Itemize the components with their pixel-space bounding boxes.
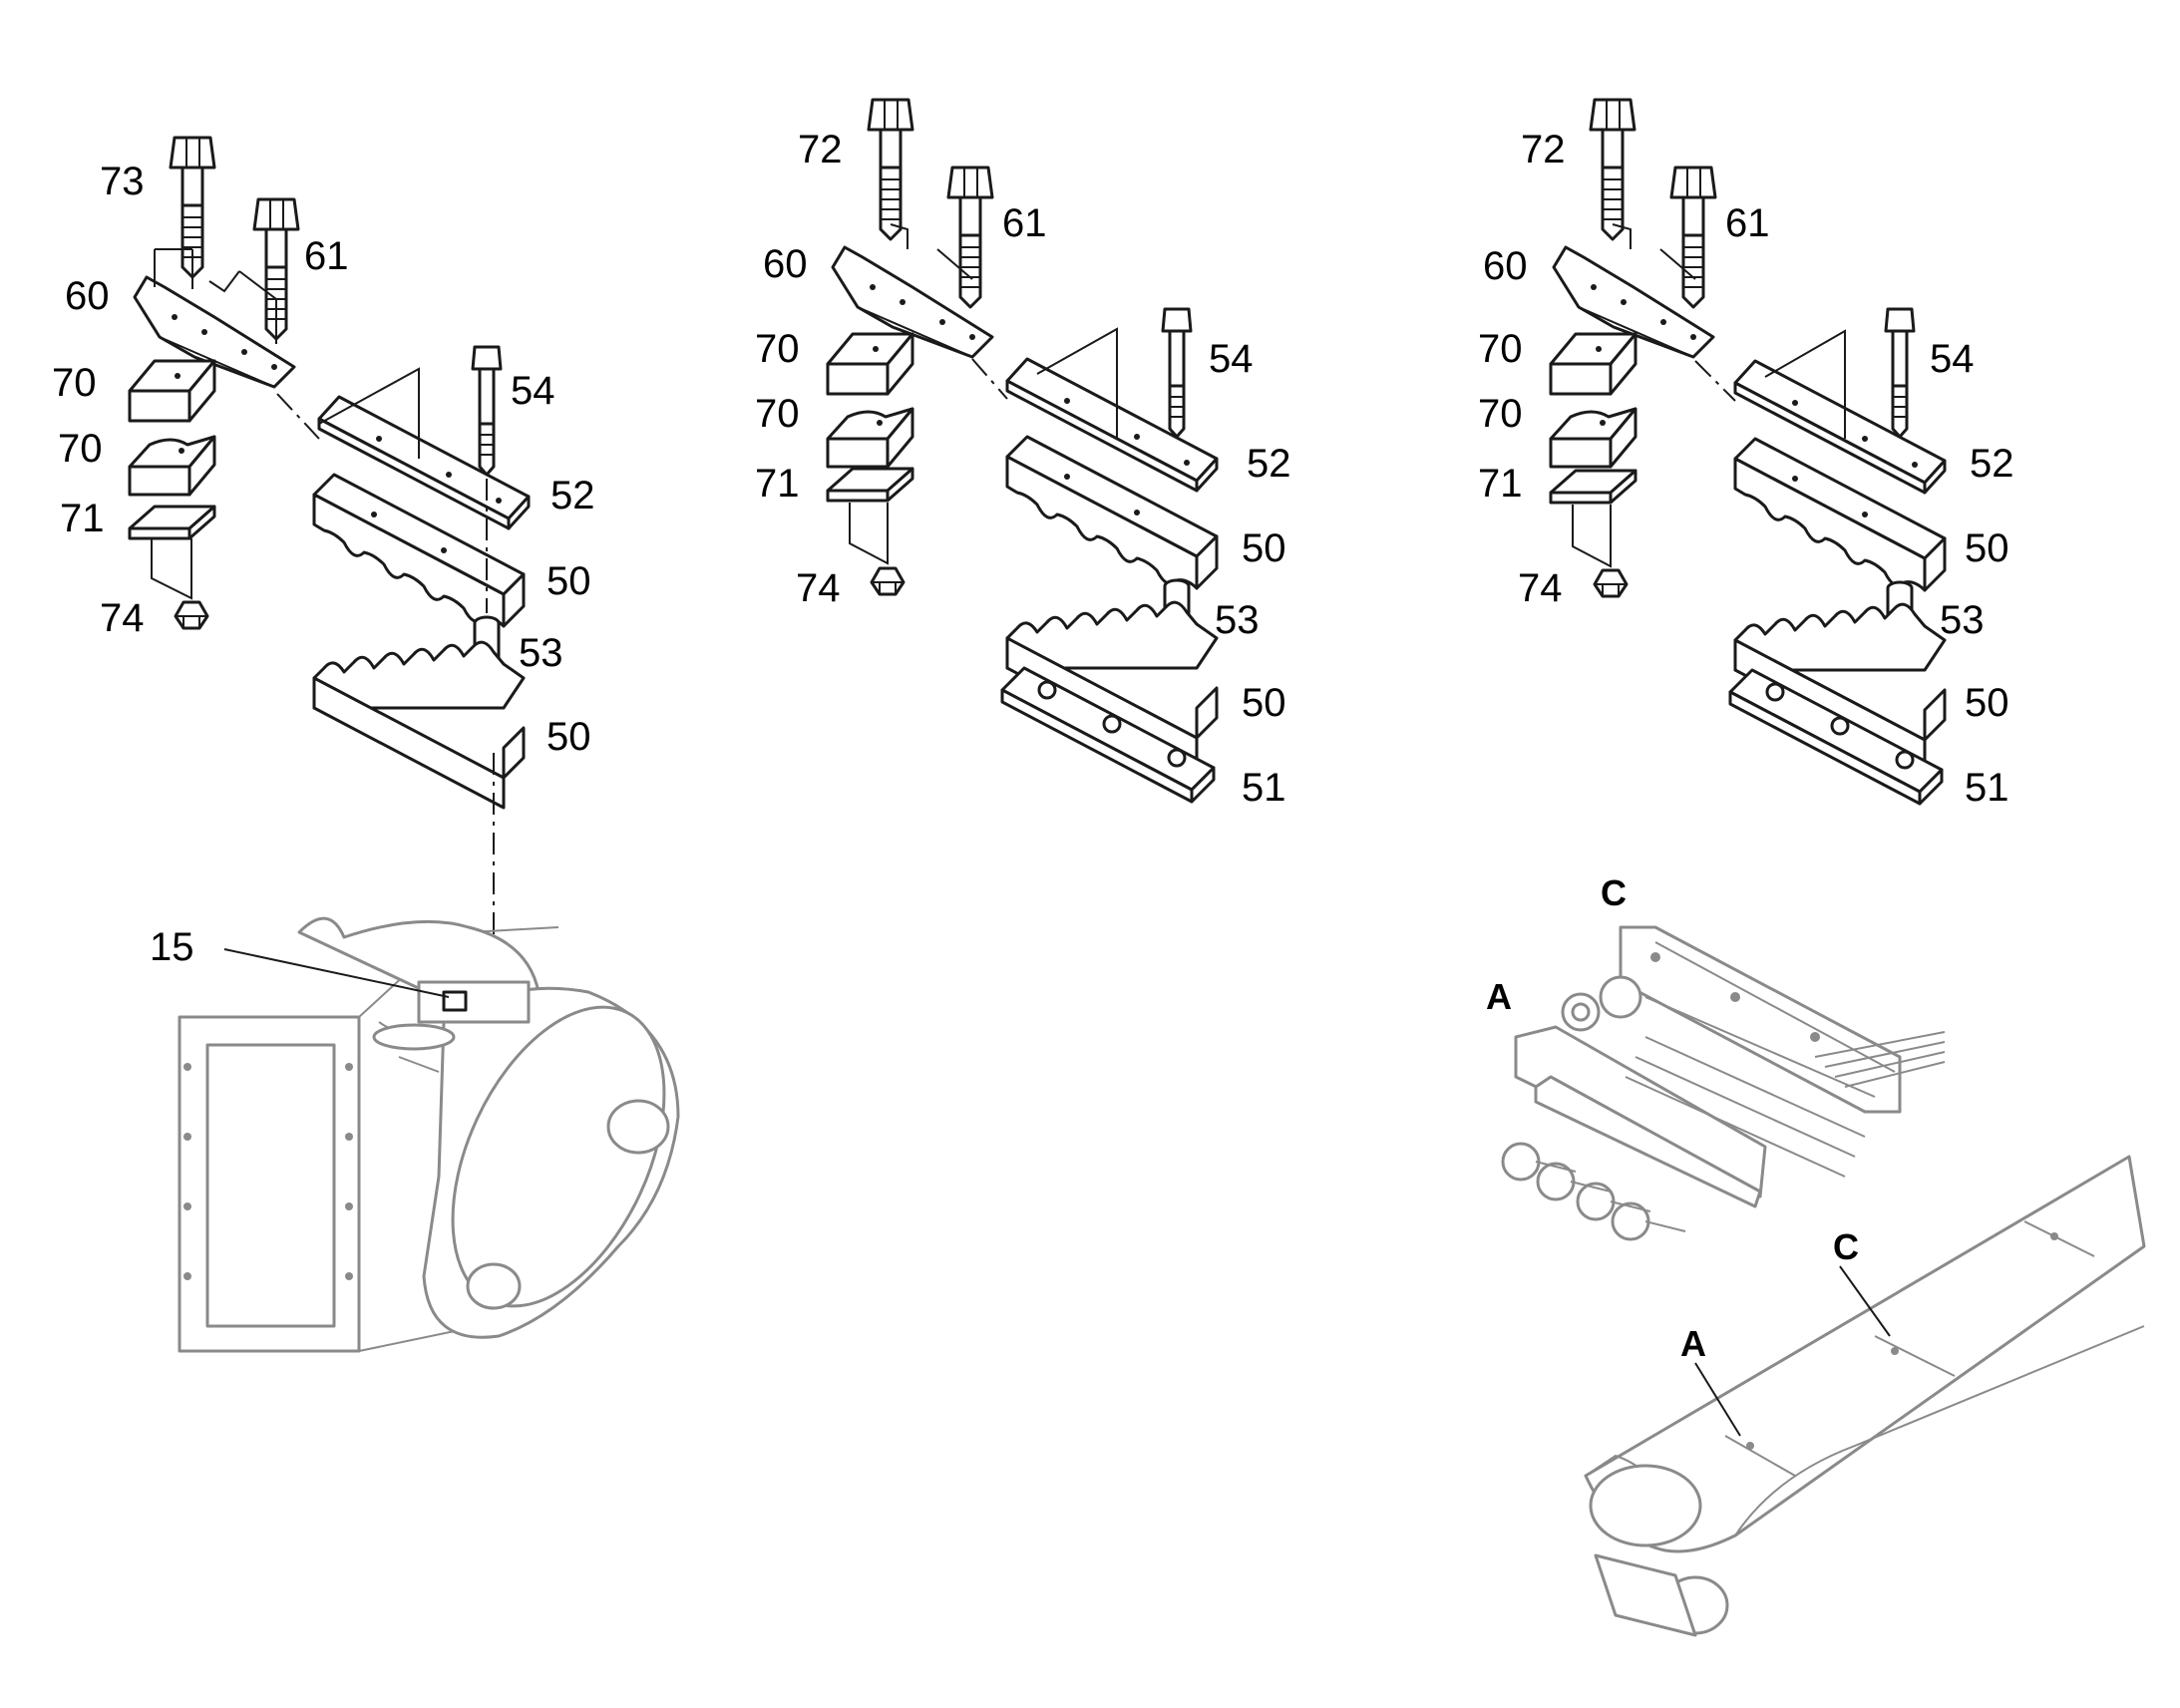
callout-70: 70: [755, 327, 800, 371]
boom-label-c: C: [1833, 1226, 1859, 1267]
callout-54: 54: [1209, 337, 1254, 381]
assembly-middle: 72 61 60 70 70 71 74 54 52 50 53 50 51: [755, 98, 1291, 810]
callout-70: 70: [52, 361, 97, 405]
callout-61: 61: [1725, 201, 1770, 245]
callout-50: 50: [546, 559, 591, 603]
callout-74: 74: [796, 566, 841, 610]
callout-70: 70: [755, 392, 800, 436]
callout-51: 51: [1242, 766, 1286, 810]
callout-70: 70: [1478, 392, 1523, 436]
callout-72: 72: [798, 128, 843, 171]
callout-71: 71: [755, 462, 800, 506]
view-label-c: C: [1601, 872, 1627, 913]
callout-60: 60: [65, 274, 110, 318]
callout-72: 72: [1521, 128, 1566, 171]
callout-70: 70: [1478, 327, 1523, 371]
detail-view-clamp-assembly: [1501, 925, 1946, 1241]
callout-61: 61: [304, 234, 349, 278]
assembly-right: 72 61 60 70 70 71 74 54 52 50 53 50 51: [1478, 98, 2014, 810]
callout-50: 50: [1965, 681, 2009, 725]
callout-50: 50: [1965, 526, 2009, 570]
callout-70: 70: [58, 427, 103, 471]
boom-label-a: A: [1680, 1323, 1706, 1364]
callout-51: 51: [1965, 766, 2009, 810]
callout-15: 15: [150, 925, 194, 969]
callout-53: 53: [519, 631, 563, 675]
boom-view: [1584, 1155, 2146, 1637]
callout-50: 50: [1242, 681, 1286, 725]
callout-53: 53: [1940, 598, 1985, 642]
callout-52: 52: [550, 474, 595, 517]
callout-71: 71: [1478, 462, 1523, 506]
callout-71: 71: [60, 497, 105, 540]
callout-60: 60: [763, 242, 808, 286]
callout-61: 61: [1002, 201, 1047, 245]
callout-53: 53: [1215, 598, 1260, 642]
callout-52: 52: [1247, 442, 1291, 486]
view-label-a: A: [1486, 976, 1512, 1017]
callout-54: 54: [1930, 337, 1975, 381]
callout-74: 74: [1518, 566, 1563, 610]
callout-74: 74: [100, 596, 145, 640]
axle-housing: [178, 916, 680, 1353]
callout-50: 50: [546, 715, 591, 759]
callout-54: 54: [511, 369, 555, 413]
callout-52: 52: [1970, 442, 2014, 486]
callout-60: 60: [1483, 244, 1528, 288]
assembly-left: 73 61 60 70 70 71 74 54 52 50 53 50 15: [52, 136, 680, 1353]
callout-73: 73: [100, 160, 145, 203]
callout-50: 50: [1242, 526, 1286, 570]
